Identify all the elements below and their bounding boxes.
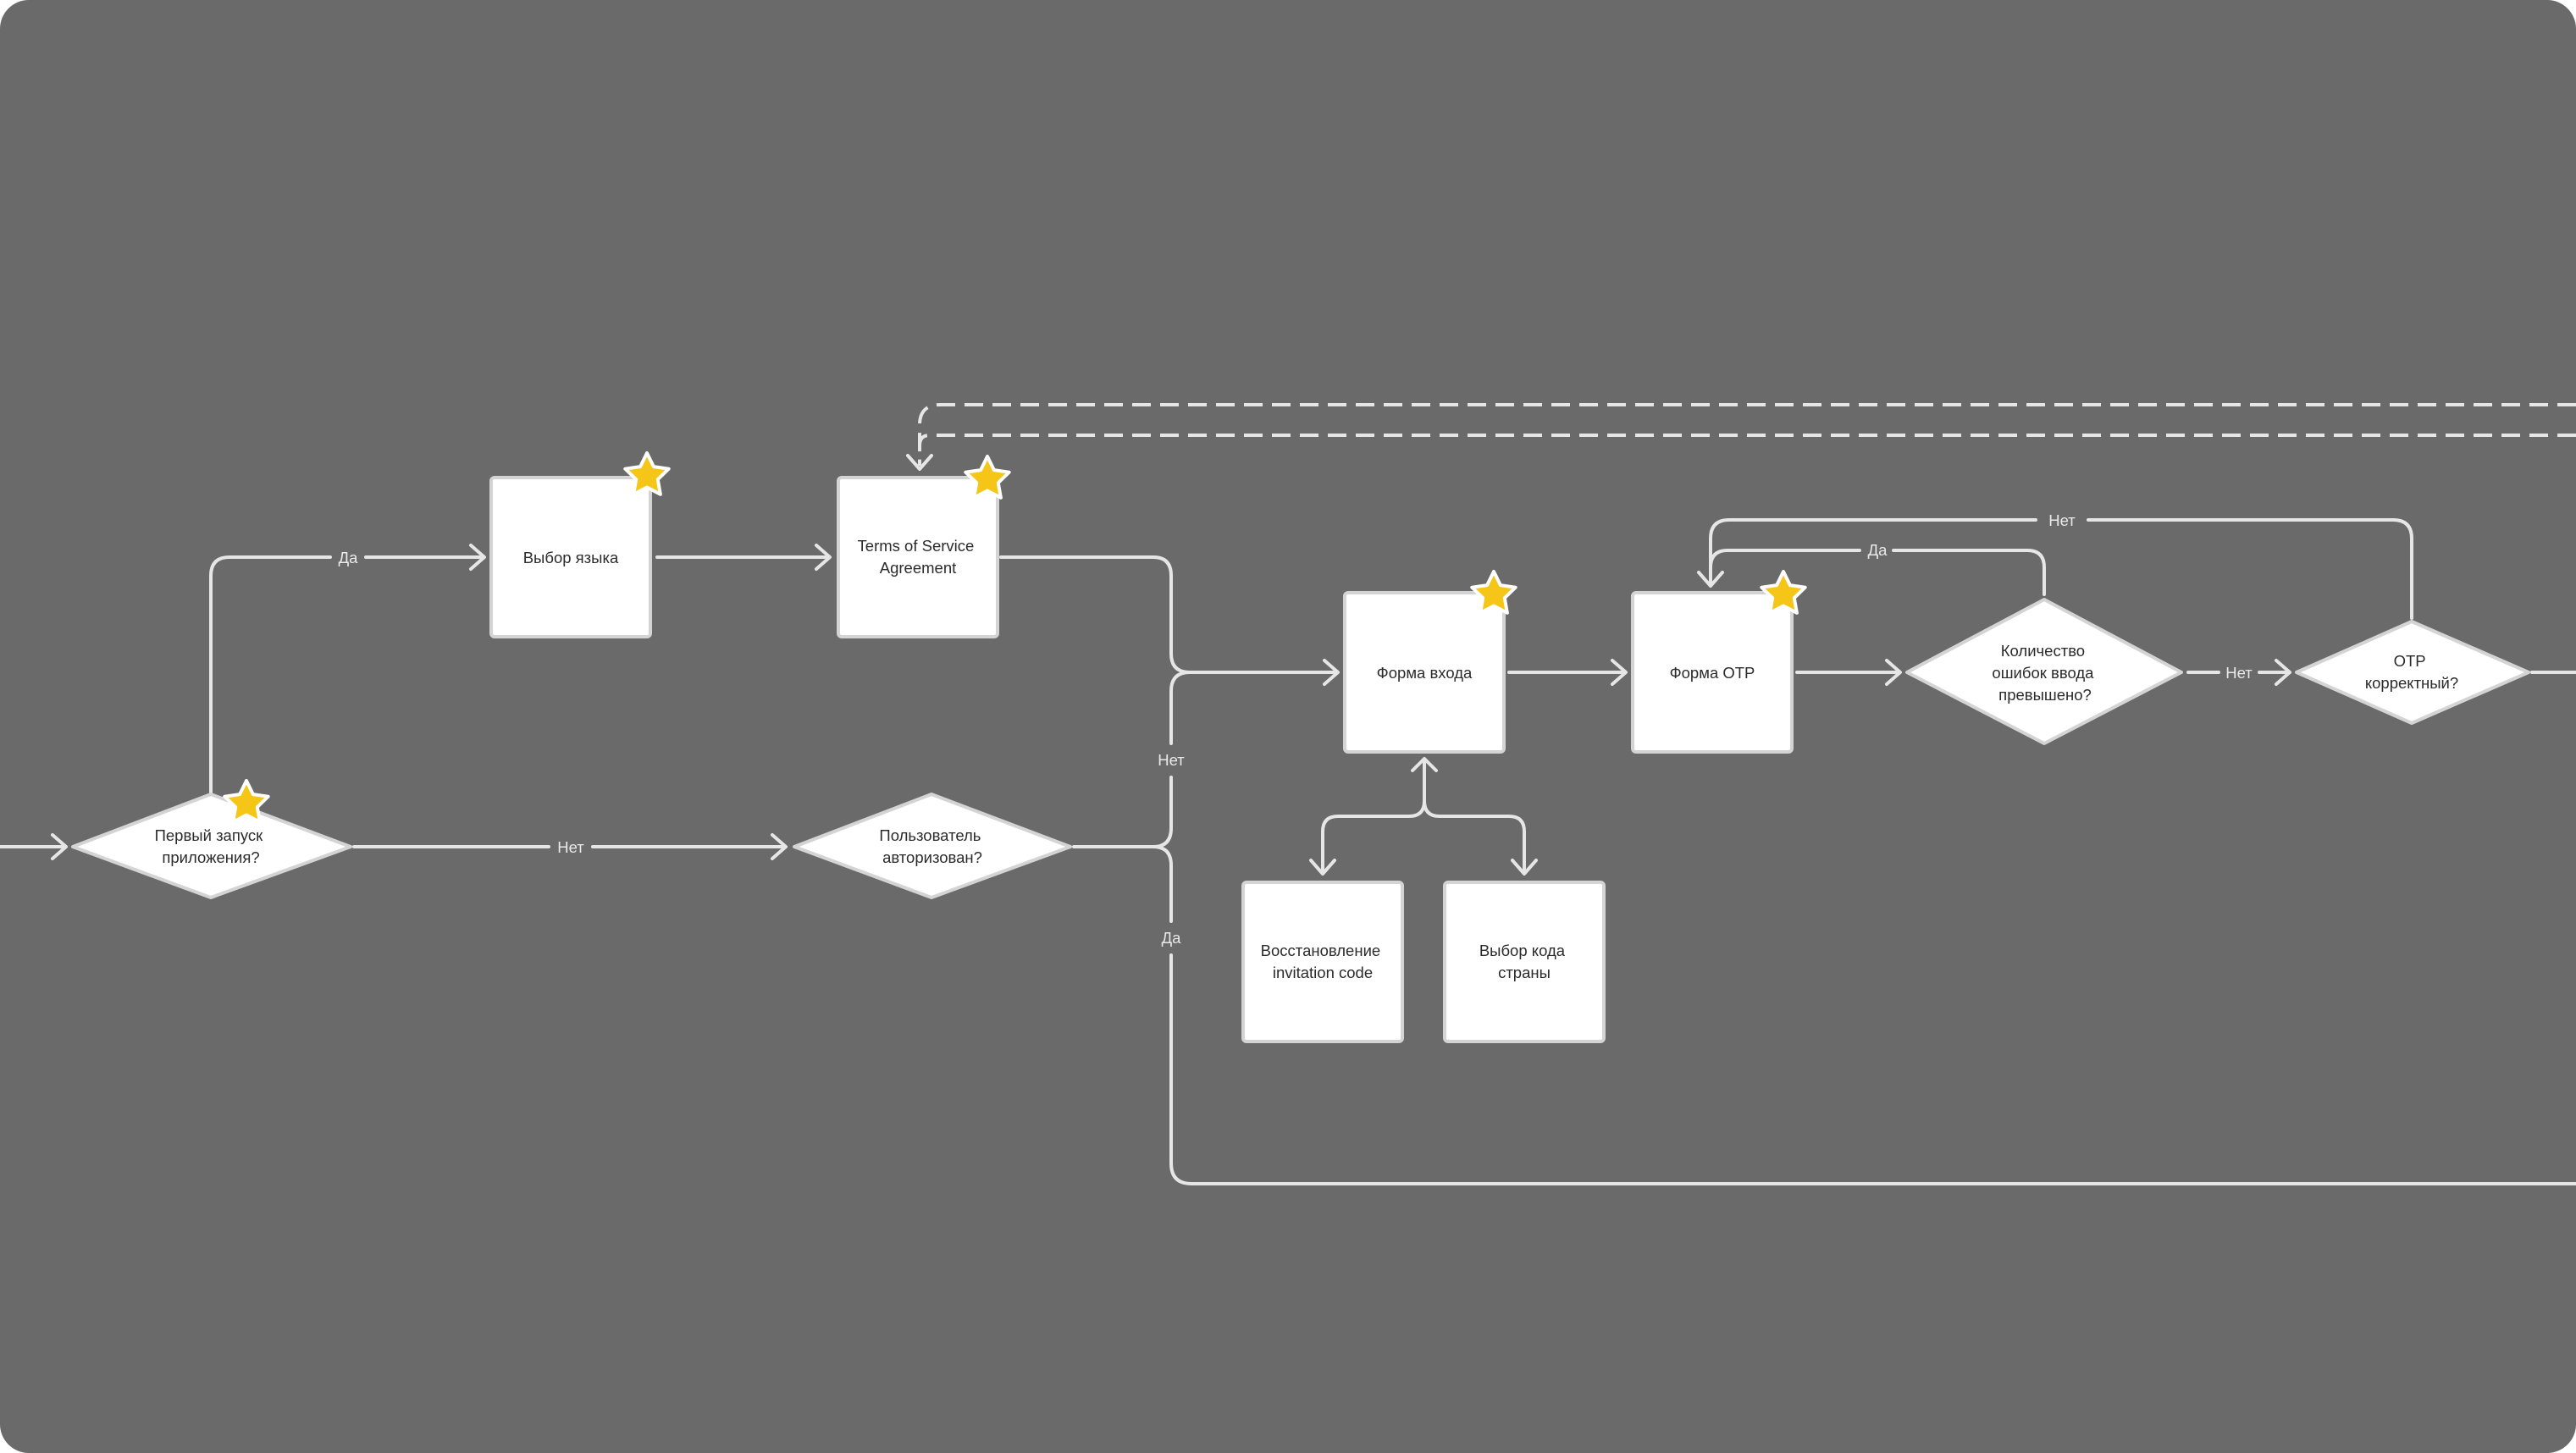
arrowhead — [1697, 571, 1724, 588]
star-markers — [223, 451, 1807, 824]
node-label: Количество ошибок ввода превышено? — [1992, 642, 2098, 704]
decision-shape — [793, 793, 1072, 899]
edge-auth-no-2 — [1169, 671, 1191, 745]
node-tos[interactable]: Terms of Service Agreement — [837, 476, 999, 638]
edge-tos-merge — [999, 555, 1191, 674]
edge-label-errors-no: Нет — [2225, 664, 2253, 682]
node-label: Terms of Service Agreement — [858, 537, 979, 577]
edge-login-country — [1423, 799, 1526, 874]
process-shape — [1443, 881, 1606, 1043]
node-label: Первый запуск приложения? — [155, 826, 268, 866]
node-otp-correct[interactable]: OTP корректный? — [2295, 620, 2530, 725]
edge-auth-yes — [1152, 845, 1173, 923]
node-otp-form[interactable]: Форма OTP — [1631, 591, 1794, 754]
edge-otp-no — [2087, 518, 2413, 620]
arrowhead — [1611, 659, 1628, 686]
node-label: Восстановление invitation code — [1261, 942, 1385, 981]
edge-dashed-1 — [918, 403, 2576, 466]
edge-first-yes — [209, 555, 332, 796]
arrowhead — [906, 454, 933, 471]
arrowhead — [771, 833, 788, 860]
arrowhead — [1885, 659, 1902, 686]
arrowhead — [469, 544, 486, 571]
node-label: OTP корректный? — [2365, 652, 2458, 692]
process-shape — [1631, 591, 1794, 754]
node-label: Выбор кода страны — [1479, 942, 1569, 981]
arrowhead — [1411, 757, 1438, 772]
process-shape — [489, 476, 652, 638]
connectors — [0, 403, 2576, 1185]
arrowhead — [1309, 859, 1336, 876]
star-icon — [1760, 570, 1807, 615]
process-shape — [1241, 881, 1404, 1043]
node-language[interactable]: Выбор языка — [489, 476, 652, 638]
node-country-code[interactable]: Выбор кода страны — [1443, 881, 1606, 1043]
arrowhead — [1323, 659, 1340, 686]
node-label: Форма входа — [1377, 664, 1473, 682]
arrowhead — [1511, 859, 1538, 876]
process-shape — [837, 476, 999, 638]
star-icon — [223, 779, 270, 824]
decision-shape — [1905, 598, 2183, 745]
edge-label-auth-yes: Да — [1162, 929, 1182, 947]
node-restore-code[interactable]: Восстановление invitation code — [1241, 881, 1404, 1043]
node-label: Выбор языка — [523, 549, 619, 566]
edge-label-otp-no: Нет — [2048, 511, 2076, 529]
edge-auth-no — [1072, 776, 1173, 848]
process-shape — [1343, 591, 1506, 754]
star-icon — [623, 451, 671, 496]
edge-label-auth-no: Нет — [1158, 751, 1185, 769]
star-icon — [964, 455, 1011, 500]
node-user-authorized[interactable]: Пользователь авторизован? — [793, 793, 1072, 899]
edge-dashed-2 — [918, 434, 2576, 466]
node-errors-exceeded[interactable]: Количество ошибок ввода превышено? — [1905, 598, 2183, 745]
edge-errors-yes — [1892, 549, 2046, 596]
star-icon — [1470, 570, 1517, 615]
edge-label-errors-yes: Да — [1868, 541, 1888, 559]
node-label: Форма OTP — [1670, 664, 1755, 682]
node-login-form[interactable]: Форма входа — [1343, 591, 1506, 754]
arrowhead — [815, 544, 832, 571]
decision-shape — [71, 793, 352, 899]
arrowhead — [51, 833, 68, 860]
node-label: Пользователь авторизован? — [879, 826, 985, 866]
edge-otp-no-2 — [1709, 518, 2037, 586]
edge-label-first-no: Нет — [557, 838, 584, 856]
node-first-launch[interactable]: Первый запуск приложения? — [71, 793, 352, 899]
nodes: Первый запуск приложения? Выбор языка Te… — [71, 476, 2530, 1043]
edge-login-subs — [1321, 759, 1426, 874]
edge-label-first-yes: Да — [339, 549, 359, 566]
edge-auth-yes-2 — [1169, 953, 2576, 1185]
edge-labels: Да Нет Нет Да Да Нет Нет — [339, 511, 2253, 947]
arrowhead — [2275, 659, 2291, 686]
decision-shape — [2295, 620, 2530, 725]
